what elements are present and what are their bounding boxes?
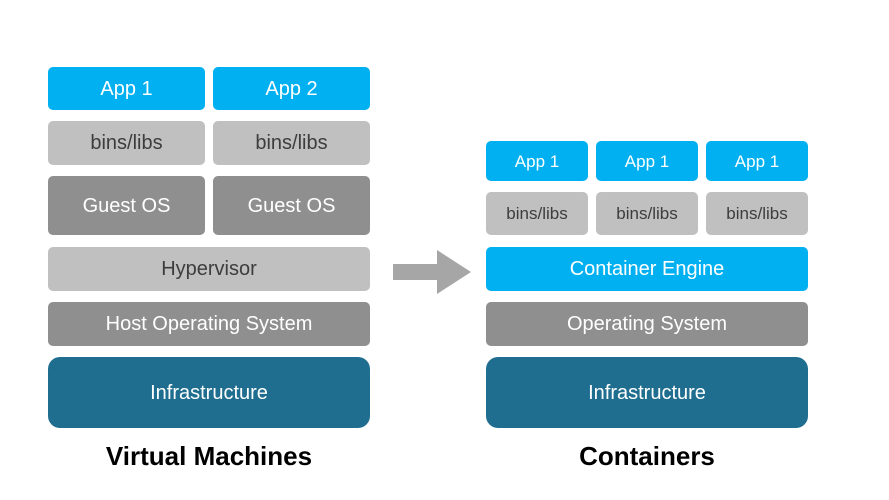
container-os-box: Operating System: [486, 302, 808, 346]
container-binslibs-3-box: bins/libs: [706, 192, 808, 235]
container-app2-box: App 1: [596, 141, 698, 181]
vm-binslibs-1-box: bins/libs: [48, 121, 205, 165]
vm-infrastructure-box: Infrastructure: [48, 357, 370, 428]
vm-guest-os-2-box: Guest OS: [213, 176, 370, 235]
containers-stack-title: Containers: [579, 441, 715, 471]
transition-arrow-icon: [393, 250, 471, 294]
container-app1-box: App 1: [486, 141, 588, 181]
vm-app2-box: App 2: [213, 67, 370, 110]
container-binslibs-1-box: bins/libs: [486, 192, 588, 235]
container-binslibs-2-box: bins/libs: [596, 192, 698, 235]
vm-app1-box: App 1: [48, 67, 205, 110]
vm-hypervisor-box: Hypervisor: [48, 247, 370, 291]
vm-host-os-box: Host Operating System: [48, 302, 370, 346]
container-infrastructure-box: Infrastructure: [486, 357, 808, 428]
vm-stack-title: Virtual Machines: [105, 441, 313, 471]
vm-binslibs-2-box: bins/libs: [213, 121, 370, 165]
container-engine-box: Container Engine: [486, 247, 808, 291]
container-app3-box: App 1: [706, 141, 808, 181]
vm-guest-os-1-box: Guest OS: [48, 176, 205, 235]
